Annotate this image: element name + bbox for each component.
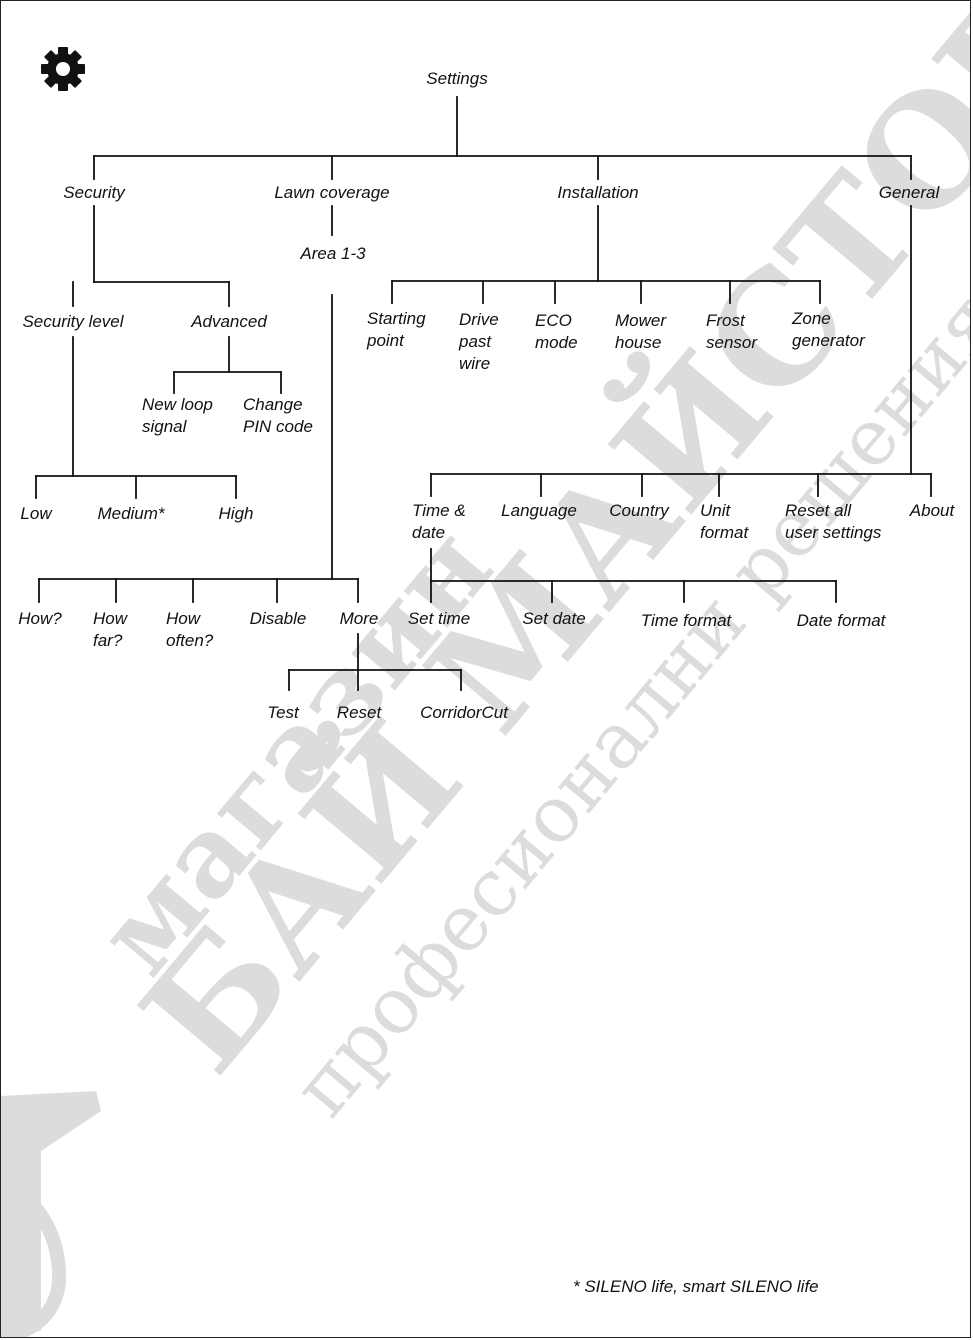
node-set-time: Set time (407, 609, 471, 628)
node-zone-generator: Zone generator (792, 309, 865, 350)
node-change-pin-code: Change PIN code (243, 395, 313, 436)
node-how: How? (18, 609, 62, 628)
node-mower-house: Mower house (615, 311, 667, 352)
node-reset: Reset (336, 703, 382, 722)
node-general: General (878, 183, 940, 202)
footnote: * SILENO life, smart SILENO life (573, 1277, 819, 1296)
node-lawn-coverage: Lawn coverage (274, 183, 390, 202)
node-frost-sensor: Frost sensor (706, 311, 758, 352)
node-how-often: How often? (166, 609, 214, 650)
node-country: Country (609, 501, 669, 520)
node-security-level: Security level (22, 312, 124, 331)
node-test: Test (267, 703, 299, 722)
node-about: About (909, 501, 955, 520)
node-reset-all-user-settings: Reset all user settings (785, 501, 882, 542)
node-time-format: Time format (640, 611, 732, 630)
node-language: Language (501, 501, 577, 520)
gear-icon (41, 47, 85, 91)
node-more: More (339, 609, 379, 628)
node-drive-past-wire: Drive past wire (459, 310, 499, 373)
node-eco-mode: ECO mode (535, 311, 578, 352)
node-medium: Medium* (97, 504, 165, 523)
watermark-hammer-icon (1, 1091, 101, 1337)
settings-title: Settings (426, 69, 488, 88)
node-high: High (218, 504, 254, 523)
node-set-date: Set date (522, 609, 586, 628)
node-how-far: How far? (93, 609, 128, 650)
node-low: Low (20, 504, 52, 523)
node-installation: Installation (557, 183, 639, 202)
node-time-date: Time & date (412, 501, 466, 542)
node-security: Security (63, 183, 125, 202)
node-corridorcut: CorridorCut (420, 703, 508, 722)
node-starting-point: Starting point (367, 309, 426, 350)
node-new-loop-signal: New loop signal (142, 395, 213, 436)
node-disable: Disable (249, 609, 307, 628)
node-area-1-3: Area 1-3 (300, 244, 366, 263)
node-date-format: Date format (796, 611, 886, 630)
node-unit-format: Unit format (700, 501, 749, 542)
node-advanced: Advanced (191, 312, 267, 331)
